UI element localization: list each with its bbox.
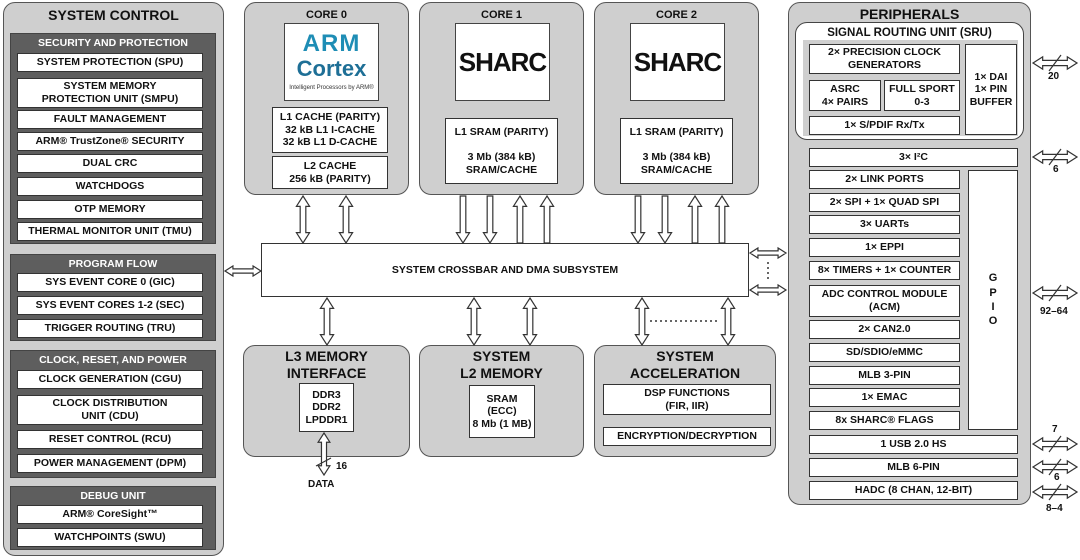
dsp-functions-box: DSP FUNCTIONS (FIR, IIR) xyxy=(603,384,771,415)
tru-box: TRIGGER ROUTING (TRU) xyxy=(17,319,203,338)
can-box: 2× CAN2.0 xyxy=(809,320,960,339)
spi-box: 2× SPI + 1× QUAD SPI xyxy=(809,193,960,212)
smpu-box: SYSTEM MEMORY PROTECTION UNIT (SMPU) xyxy=(17,78,203,108)
sharc-logo-1-text: SHARC xyxy=(458,46,547,77)
dual-crc-box: DUAL CRC xyxy=(17,154,203,173)
l3-memory-types-box: DDR3 DDR2 LPDDR1 xyxy=(299,383,354,432)
asrc-box: ASRC 4× PAIRS xyxy=(809,80,881,111)
cdu-box: CLOCK DISTRIBUTION UNIT (CDU) xyxy=(17,395,203,425)
usb-pin-count: 7 xyxy=(1052,424,1058,435)
swu-box: WATCHPOINTS (SWU) xyxy=(17,528,203,547)
arm-cortex-logo: ARM Cortex Intelligent Processors by ARM… xyxy=(284,23,379,101)
fault-management-box: FAULT MANAGEMENT xyxy=(17,110,203,129)
dai-box: 1× DAI 1× PIN BUFFER xyxy=(965,44,1017,135)
arm-tagline: Intelligent Processors by ARM® xyxy=(289,85,374,91)
core-0-l1-cache-box: L1 CACHE (PARITY) 32 kB L1 I-CACHE 32 kB… xyxy=(272,107,388,153)
core-0-l2-cache-box: L2 CACHE 256 kB (PARITY) xyxy=(272,156,388,189)
sharc-logo-2-text: SHARC xyxy=(633,46,722,77)
security-protection-header: SECURITY AND PROTECTION xyxy=(38,37,188,49)
program-flow-header: PROGRAM FLOW xyxy=(68,258,158,270)
timers-box: 8× TIMERS + 1× COUNTER xyxy=(809,261,960,280)
system-control-title: SYSTEM CONTROL xyxy=(48,7,179,23)
core-1-title: CORE 1 xyxy=(481,9,522,21)
link-ports-box: 2× LINK PORTS xyxy=(809,170,960,189)
l2-memory-title: SYSTEM L2 MEMORY xyxy=(460,348,543,381)
sdio-box: SD/SDIO/eMMC xyxy=(809,343,960,362)
l3-memory-title: L3 MEMORY INTERFACE xyxy=(285,348,368,381)
otp-memory-box: OTP MEMORY xyxy=(17,200,203,219)
ddr-data-label: DATA xyxy=(308,479,335,490)
core-2-title: CORE 2 xyxy=(656,9,697,21)
cortex-logo-text: Cortex xyxy=(296,56,367,81)
emac-box: 1× EMAC xyxy=(809,388,960,407)
sharc-logo-1: SHARC xyxy=(455,23,550,101)
spdif-box: 1× S/PDIF Rx/Tx xyxy=(809,116,960,135)
coresight-box: ARM® CoreSight™ xyxy=(17,505,203,524)
sru-title: SIGNAL ROUTING UNIT (SRU) xyxy=(827,27,992,39)
gpio-pin-count: 92–64 xyxy=(1040,306,1068,317)
l2-sram-box: SRAM (ECC) 8 Mb (1 MB) xyxy=(469,385,535,438)
dpm-box: POWER MANAGEMENT (DPM) xyxy=(17,454,203,473)
hadc-pin-count: 8–4 xyxy=(1046,503,1063,514)
acm-box: ADC CONTROL MODULE (ACM) xyxy=(809,285,960,317)
usb-box: 1 USB 2.0 HS xyxy=(809,435,1018,454)
cgu-box: CLOCK GENERATION (CGU) xyxy=(17,370,203,389)
peripherals-title: PERIPHERALS xyxy=(859,6,960,22)
gpio-box: G P I O xyxy=(968,170,1018,430)
i2c-box: 3× I²C xyxy=(809,148,1018,167)
rcu-box: RESET CONTROL (RCU) xyxy=(17,430,203,449)
tmu-box: THERMAL MONITOR UNIT (TMU) xyxy=(17,222,203,241)
core-2-l1-sram-box: L1 SRAM (PARITY) 3 Mb (384 kB) SRAM/CACH… xyxy=(620,118,733,184)
core-0-title: CORE 0 xyxy=(306,9,347,21)
uarts-box: 3× UARTs xyxy=(809,215,960,234)
mlb-3pin-box: MLB 3-PIN xyxy=(809,366,960,385)
sharc-flags-box: 8x SHARC® FLAGS xyxy=(809,411,960,430)
arm-logo-text: ARM xyxy=(302,30,361,57)
full-sport-box: FULL SPORT 0-3 xyxy=(884,80,960,111)
system-acceleration-title: SYSTEM ACCELERATION xyxy=(629,348,741,381)
core-1-l1-sram-box: L1 SRAM (PARITY) 3 Mb (384 kB) SRAM/CACH… xyxy=(445,118,558,184)
sharc-logo-2: SHARC xyxy=(630,23,725,101)
debug-unit-header: DEBUG UNIT xyxy=(80,490,146,502)
watchdogs-box: WATCHDOGS xyxy=(17,177,203,196)
encryption-box: ENCRYPTION/DECRYPTION xyxy=(603,427,771,446)
eppi-box: 1× EPPI xyxy=(809,238,960,257)
precision-clock-box: 2× PRECISION CLOCK GENERATORS xyxy=(809,44,960,74)
spu-box: SYSTEM PROTECTION (SPU) xyxy=(17,53,203,72)
i2c-pin-count: 6 xyxy=(1053,164,1059,175)
mlb-6pin-box: MLB 6-PIN xyxy=(809,458,1018,477)
hadc-box: HADC (8 CHAN, 12-BIT) xyxy=(809,481,1018,500)
trustzone-box: ARM® TrustZone® SECURITY xyxy=(17,132,203,151)
system-crossbar-box: SYSTEM CROSSBAR AND DMA SUBSYSTEM xyxy=(261,243,749,297)
sec-box: SYS EVENT CORES 1-2 (SEC) xyxy=(17,296,203,315)
l2-memory-panel: SYSTEM L2 MEMORY xyxy=(419,345,584,457)
gic-box: SYS EVENT CORE 0 (GIC) xyxy=(17,273,203,292)
dai-pin-count: 20 xyxy=(1048,71,1060,82)
mlb-pin-count: 6 xyxy=(1054,472,1060,483)
clock-reset-power-header: CLOCK, RESET, AND POWER xyxy=(39,354,187,366)
ddr-bus-width: 16 xyxy=(336,461,348,472)
